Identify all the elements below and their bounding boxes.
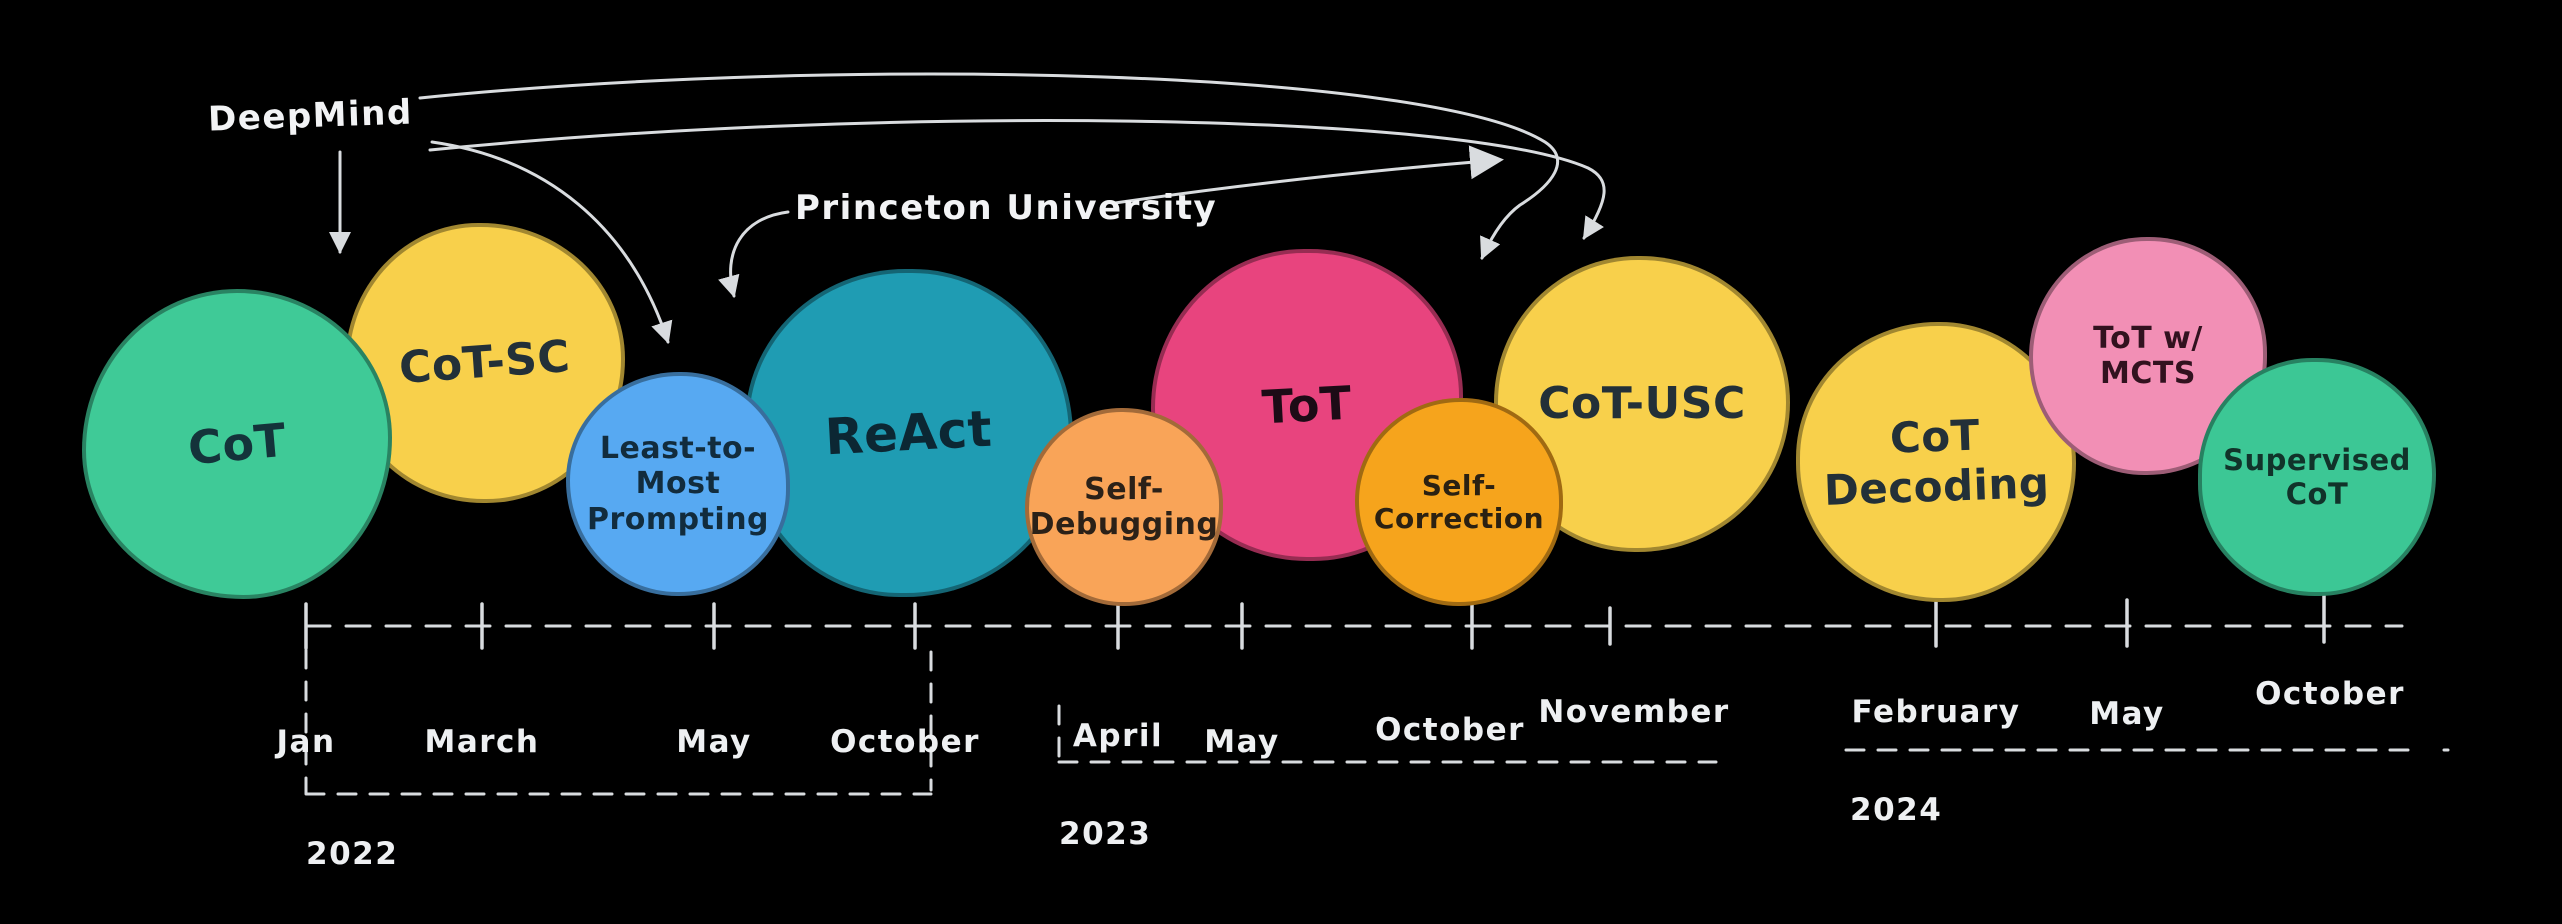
bubble-cot-sc-label: CoT-SC xyxy=(397,331,573,394)
year-bracket-2022 xyxy=(304,648,933,796)
bubble-cot-label: CoT xyxy=(185,412,289,476)
bubble-self-correction: Self-Correction xyxy=(1355,398,1563,606)
bubble-tot-label: ToT xyxy=(1260,375,1354,435)
bubble-cot-sc: CoT-SC xyxy=(345,223,625,503)
bubble-cot-usc-label: CoT-USC xyxy=(1538,378,1746,430)
bubble-least-to-most-prompting: Least-to-Most Prompting xyxy=(566,372,790,596)
bubble-self-debugging-label: Self-Debugging xyxy=(1029,471,1219,542)
timeline-month: October xyxy=(1375,712,1525,748)
timeline-year: 2022 xyxy=(306,836,399,872)
timeline-month: February xyxy=(1851,694,2021,730)
bubble-react: ReAct xyxy=(745,269,1073,597)
bubble-supervised-cot-label: Supervised CoT xyxy=(2223,442,2411,511)
timeline-year: 2024 xyxy=(1850,792,1943,828)
arrow-deepmind-to-least-to-most xyxy=(430,140,673,344)
timeline-month: October xyxy=(830,724,980,760)
timeline-month: May xyxy=(1204,724,1280,760)
arrow-princeton-to-tot xyxy=(1113,145,1504,205)
bubble-tot-with-mcts-label: ToT w/ MCTS xyxy=(2093,320,2203,391)
arrow-princeton-to-react xyxy=(718,210,790,298)
timeline-month: October xyxy=(2255,676,2405,712)
annotation-deepmind: DeepMind xyxy=(207,92,414,140)
bubble-self-debugging: Self-Debugging xyxy=(1025,408,1223,606)
bubble-react-label: ReAct xyxy=(823,399,994,466)
bubble-least-to-most-label: Least-to-Most Prompting xyxy=(586,430,770,537)
timeline-month: May xyxy=(2089,696,2165,732)
timeline-month: Jan xyxy=(276,724,336,760)
annotation-princeton: Princeton University xyxy=(795,188,1218,228)
bubble-supervised-cot: Supervised CoT xyxy=(2198,358,2436,596)
bubble-self-correction-label: Self-Correction xyxy=(1373,468,1545,535)
year-bracket-2023 xyxy=(1057,704,1718,764)
bubble-cot-usc: CoT-USC xyxy=(1494,256,1790,552)
timeline-month: April xyxy=(1072,718,1164,754)
timeline-ticks xyxy=(304,594,2326,650)
timeline-year: 2023 xyxy=(1059,816,1152,852)
bubble-cot-decoding-label: CoT Decoding xyxy=(1823,410,2051,515)
arrow-deepmind-to-cot-usc xyxy=(428,119,1606,240)
timeline-month: March xyxy=(424,724,540,760)
timeline-month: November xyxy=(1538,694,1730,730)
timeline-month: May xyxy=(676,724,752,760)
arrow-deepmind-to-tot xyxy=(418,72,1559,260)
bubble-cot: CoT xyxy=(82,289,392,599)
